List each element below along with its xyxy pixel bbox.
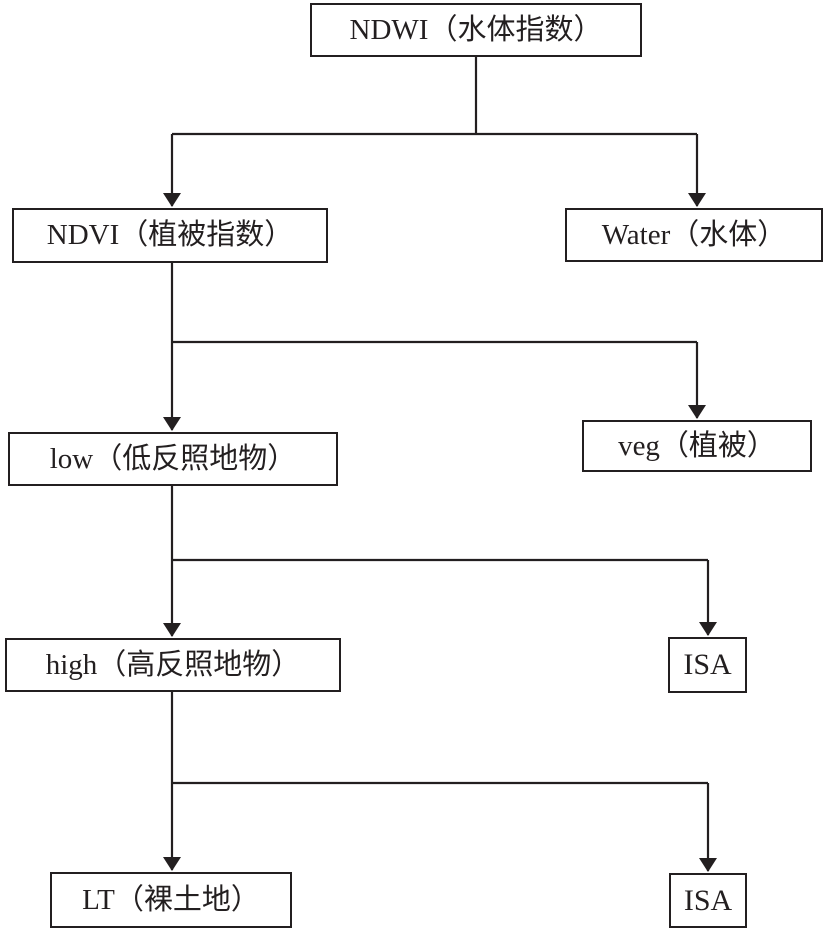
node-ndvi: NDVI（植被指数）	[12, 208, 328, 263]
edge-low-branch	[163, 486, 717, 637]
node-ndwi: NDWI（水体指数）	[310, 3, 642, 57]
edge-ndvi-branch	[163, 263, 706, 431]
edge-ndwi-branch	[163, 57, 706, 207]
node-water: Water（水体）	[565, 208, 823, 262]
node-low-albedo: low（低反照地物）	[8, 432, 338, 486]
node-isa-2: ISA	[669, 873, 747, 928]
edge-high-branch	[163, 692, 717, 872]
node-isa-1: ISA	[668, 637, 747, 693]
node-veg: veg（植被）	[582, 420, 812, 472]
node-bare-land: LT（裸土地）	[50, 872, 292, 928]
node-high-albedo: high（高反照地物）	[5, 638, 341, 692]
